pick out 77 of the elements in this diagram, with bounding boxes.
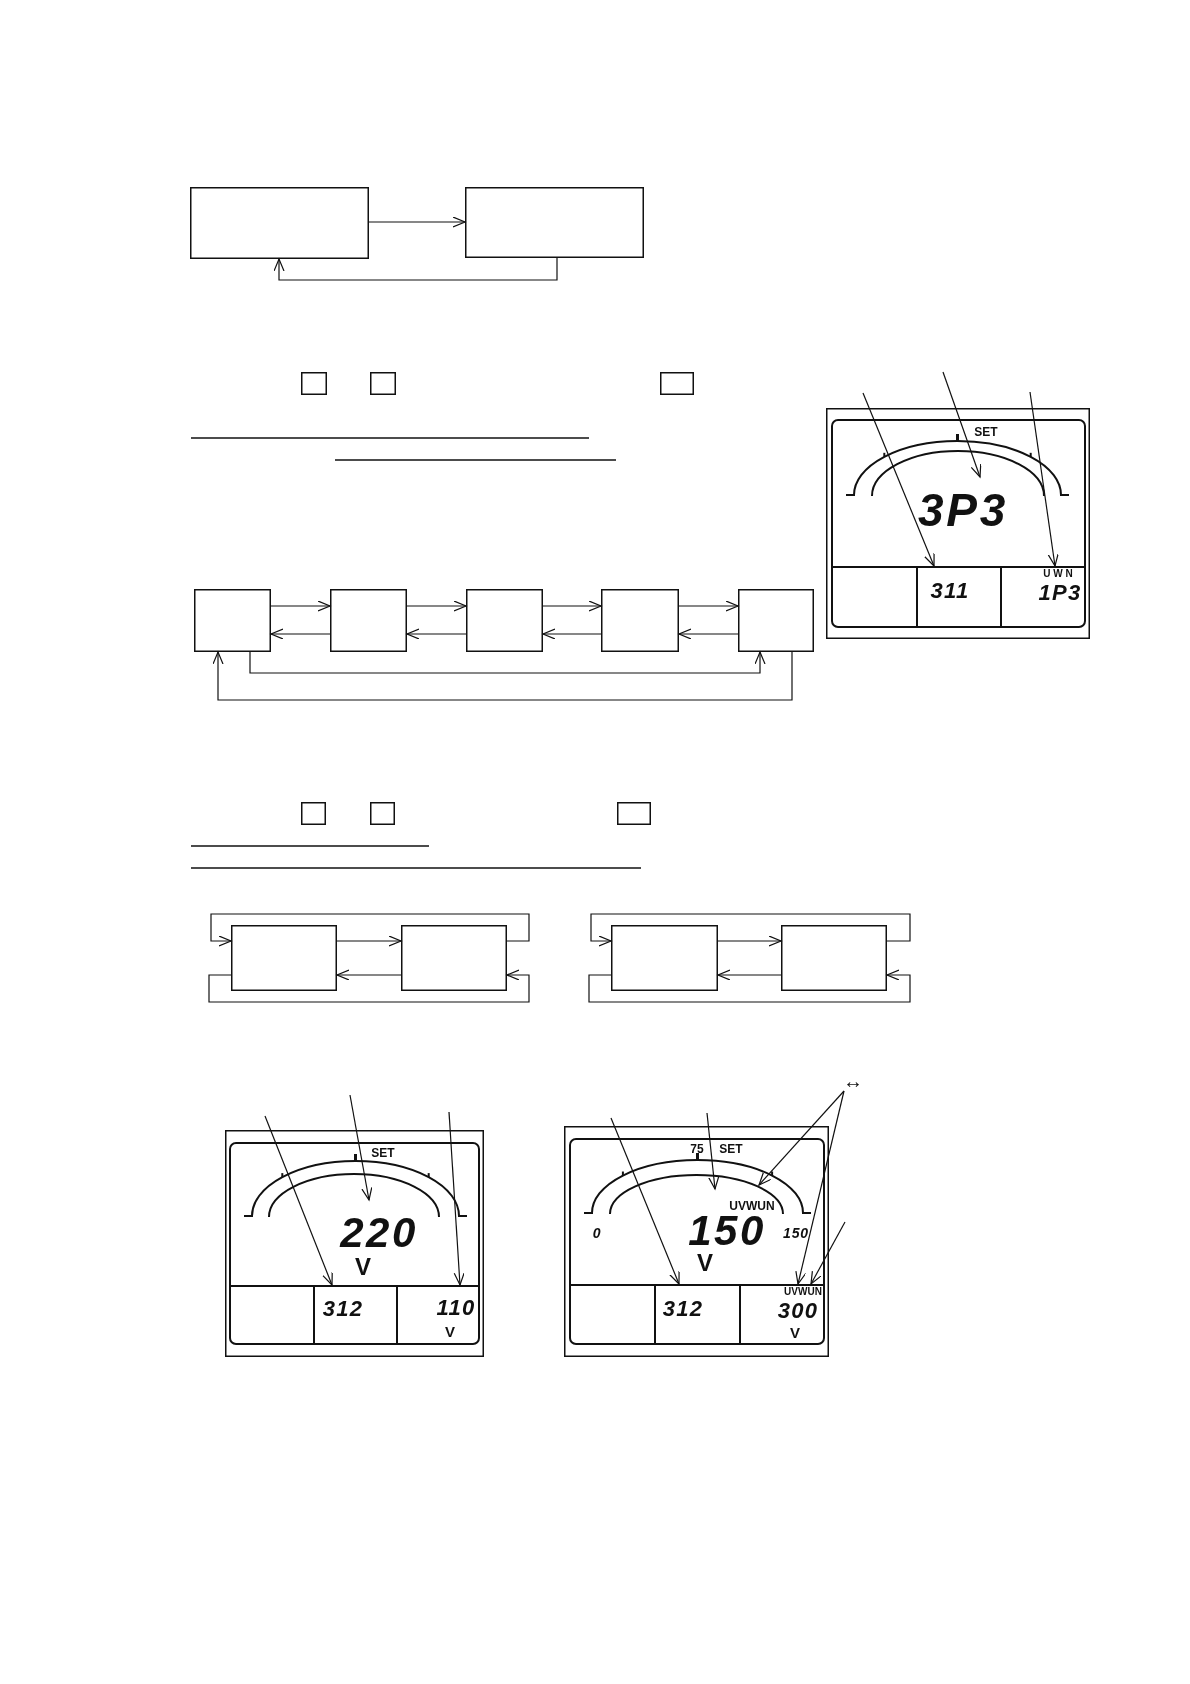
display-cell <box>916 566 1000 627</box>
process-box <box>738 589 814 652</box>
arrow <box>542 600 602 612</box>
process-box <box>231 925 337 991</box>
process-box <box>611 925 718 991</box>
lcd-reading: 311 <box>930 580 970 602</box>
process-box <box>781 925 887 991</box>
unit-label: V <box>697 1251 713 1275</box>
lcd-reading: 1P3 <box>1038 582 1082 604</box>
arrow <box>210 913 530 947</box>
arrow <box>273 257 558 281</box>
unit-label: V <box>355 1255 371 1279</box>
key-box <box>370 802 395 825</box>
arrow <box>717 969 782 981</box>
arrow <box>406 600 467 612</box>
lcd-reading: 150 <box>688 1210 766 1252</box>
process-box <box>601 589 679 652</box>
process-box <box>330 589 407 652</box>
lcd-indicator: UVWUN <box>784 1287 822 1297</box>
key-box <box>301 372 327 395</box>
leader-line <box>810 1221 846 1285</box>
process-box <box>190 187 369 259</box>
leader-line <box>942 371 982 478</box>
leader-line <box>448 1111 465 1286</box>
arrow <box>336 935 402 947</box>
arrow <box>249 651 766 674</box>
lcd-reading: 0 <box>592 1226 602 1240</box>
lcd-indicator: UVWUN <box>729 1200 775 1212</box>
arrow <box>406 628 467 640</box>
leader-line <box>706 1112 720 1190</box>
process-box <box>401 925 507 991</box>
arrow <box>542 628 602 640</box>
arrow <box>588 969 911 1003</box>
unit-label: V <box>790 1324 800 1340</box>
lcd-reading: 220 <box>340 1212 418 1254</box>
arrow <box>717 935 782 947</box>
lcd-reading: 300 <box>777 1300 819 1322</box>
arrow <box>212 651 793 701</box>
double-arrow-symbol: ↔ <box>843 1071 863 1091</box>
unit-label: V <box>445 1323 455 1339</box>
arrow <box>270 600 331 612</box>
display-cell <box>739 1284 824 1344</box>
key-box <box>301 802 326 825</box>
leader-line <box>862 392 935 567</box>
leader-line <box>349 1094 373 1201</box>
leader-line <box>264 1115 333 1286</box>
lcd-indicator: 75 <box>690 1143 704 1155</box>
arrow <box>678 628 739 640</box>
lcd-indicator: SET <box>371 1147 395 1159</box>
process-box <box>466 589 543 652</box>
lcd-reading: 3P3 <box>917 487 1009 533</box>
lcd-reading: 312 <box>662 1298 704 1320</box>
lcd-reading: 110 <box>436 1297 476 1319</box>
arrow <box>208 969 530 1003</box>
arrow <box>368 216 466 228</box>
display-cell <box>654 1284 739 1344</box>
display-cell <box>313 1285 396 1344</box>
lcd-reading: 150 <box>783 1226 809 1240</box>
process-box <box>465 187 644 258</box>
lcd-reading: 312 <box>322 1298 364 1320</box>
lcd-indicator: U W N <box>1043 569 1073 579</box>
leader-line <box>795 1090 845 1285</box>
leader-line <box>1029 391 1059 567</box>
key-box <box>370 372 396 395</box>
display-cell <box>1000 566 1085 627</box>
lcd-indicator: SET <box>719 1143 743 1155</box>
key-box <box>660 372 694 395</box>
leader-line <box>758 1090 845 1186</box>
arrow <box>270 628 331 640</box>
display-cell <box>396 1285 479 1344</box>
arrow <box>336 969 402 981</box>
leader-line <box>610 1117 680 1285</box>
arrow <box>590 913 911 947</box>
key-box <box>617 802 651 825</box>
arrow <box>678 600 739 612</box>
lcd-indicator: SET <box>974 426 998 438</box>
process-box <box>194 589 271 652</box>
